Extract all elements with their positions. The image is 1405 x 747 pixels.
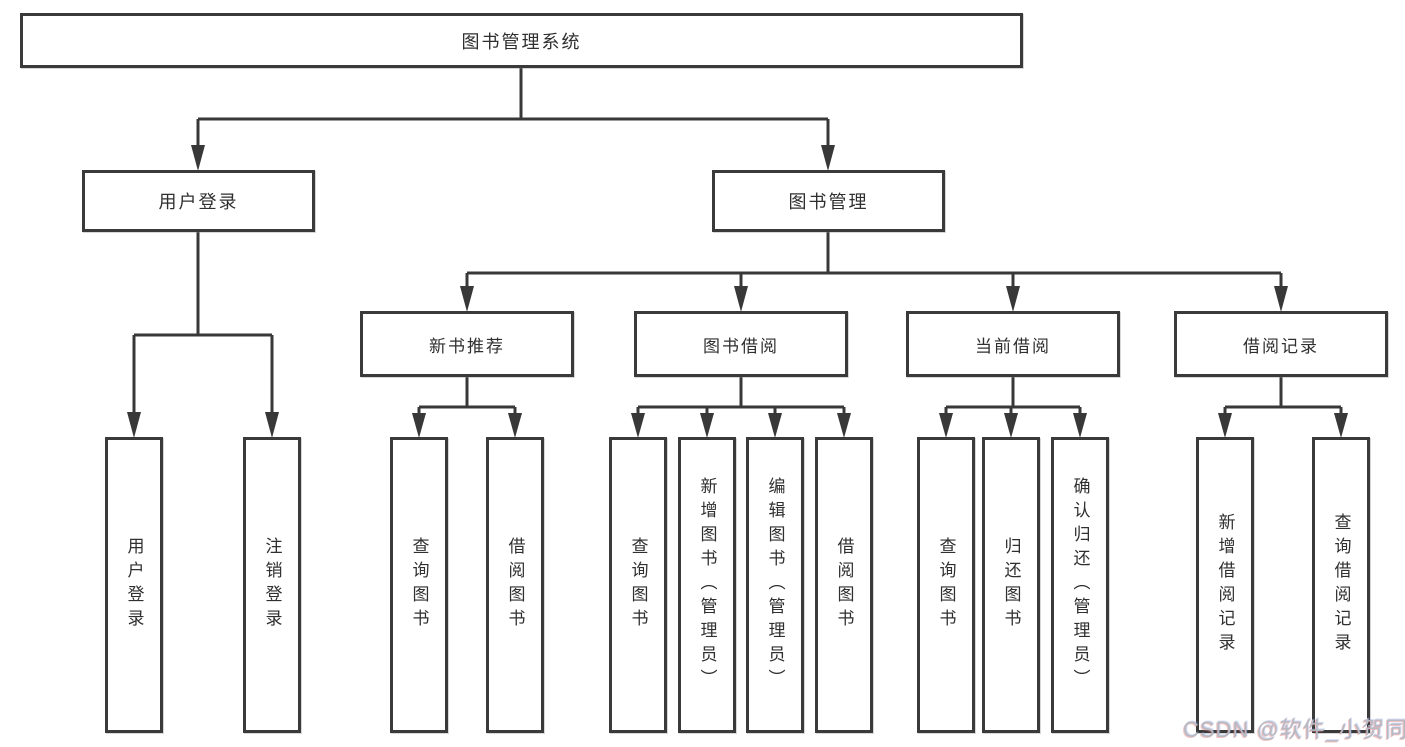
leaf-label: 新增借阅记录 bbox=[1215, 513, 1235, 657]
node-label: 图书借阅 bbox=[703, 336, 779, 356]
leaf-confirm-return-admin: 确认归还（管理员） bbox=[1051, 437, 1109, 733]
leaf-label: 注销登录 bbox=[262, 537, 282, 633]
leaf-label: 归还图书 bbox=[1001, 537, 1021, 633]
leaf-edit-books-admin: 编辑图书（管理员） bbox=[746, 437, 804, 733]
node-library-management-system: 图书管理系统 bbox=[20, 13, 1023, 68]
node-label: 新书推荐 bbox=[429, 336, 505, 356]
leaf-add-books-admin: 新增图书（管理员） bbox=[678, 437, 736, 733]
leaf-label: 借阅图书 bbox=[834, 537, 854, 633]
node-new-book-recommend: 新书推荐 bbox=[360, 311, 574, 377]
node-book-borrowing: 图书借阅 bbox=[634, 311, 848, 377]
leaf-borrow-books-1: 借阅图书 bbox=[486, 437, 544, 733]
leaf-query-books-1: 查询图书 bbox=[390, 437, 448, 733]
leaf-label: 查询图书 bbox=[628, 537, 648, 633]
node-current-borrowing: 当前借阅 bbox=[906, 311, 1120, 377]
node-label: 当前借阅 bbox=[975, 336, 1051, 356]
leaf-add-borrow-record: 新增借阅记录 bbox=[1196, 437, 1254, 733]
leaf-query-books-3: 查询图书 bbox=[917, 437, 975, 733]
node-label: 借阅记录 bbox=[1243, 336, 1319, 356]
node-label: 图书管理系统 bbox=[461, 31, 582, 52]
leaf-query-books-2: 查询图书 bbox=[609, 437, 667, 733]
node-borrowing-records: 借阅记录 bbox=[1174, 311, 1388, 377]
node-user-login: 用户登录 bbox=[82, 170, 315, 232]
leaf-label: 查询图书 bbox=[409, 537, 429, 633]
leaf-label: 查询图书 bbox=[936, 537, 956, 633]
leaf-label: 新增图书（管理员） bbox=[697, 477, 717, 693]
node-label: 用户登录 bbox=[158, 192, 239, 212]
leaf-return-books: 归还图书 bbox=[982, 437, 1040, 733]
node-label: 图书管理 bbox=[788, 192, 869, 212]
leaf-logout: 注销登录 bbox=[243, 437, 301, 733]
leaf-label: 借阅图书 bbox=[505, 537, 525, 633]
leaf-label: 用户登录 bbox=[124, 537, 144, 633]
leaf-label: 查询借阅记录 bbox=[1331, 513, 1351, 657]
csdn-watermark: CSDN @软件_小贺同学 bbox=[1183, 717, 1405, 742]
leaf-query-borrow-record: 查询借阅记录 bbox=[1312, 437, 1370, 733]
leaf-borrow-books-2: 借阅图书 bbox=[815, 437, 873, 733]
node-book-management: 图书管理 bbox=[712, 170, 945, 232]
leaf-label: 编辑图书（管理员） bbox=[765, 477, 785, 693]
leaf-user-login: 用户登录 bbox=[105, 437, 163, 733]
leaf-label: 确认归还（管理员） bbox=[1070, 477, 1090, 693]
